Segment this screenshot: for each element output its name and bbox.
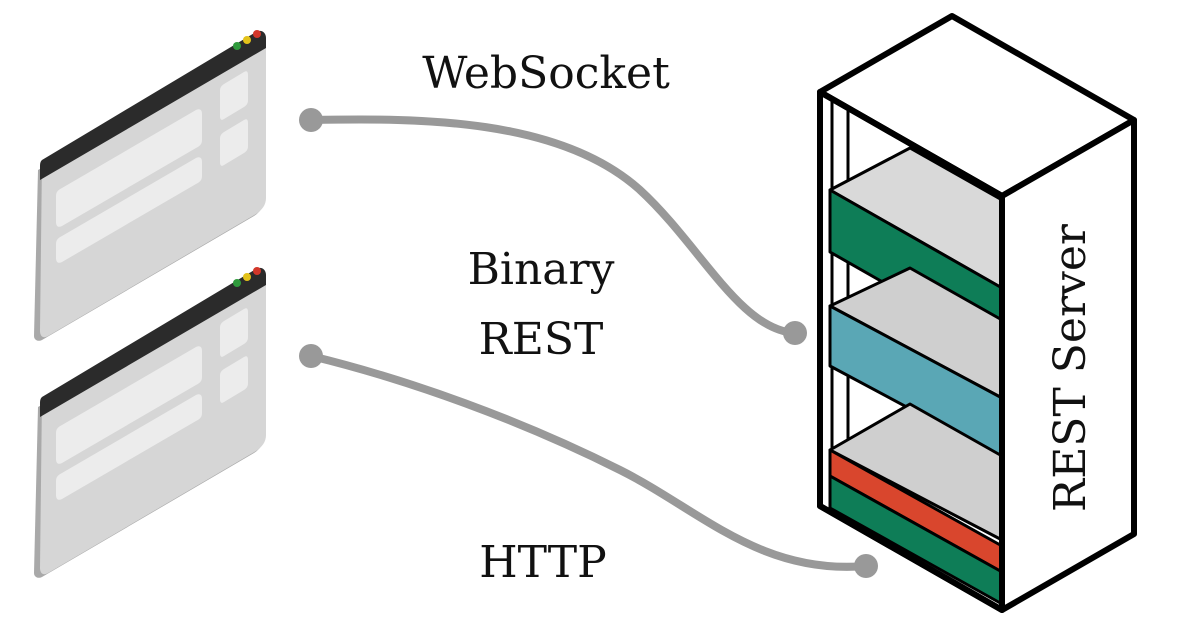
window-sidebar-block	[220, 71, 248, 120]
window-sidebar-block	[220, 356, 248, 403]
connector-line	[308, 115, 799, 337]
traffic-light-green-icon	[233, 42, 241, 50]
binary-label: Binary	[468, 244, 615, 295]
window-sidebar-block	[220, 308, 248, 357]
traffic-light-green-icon	[233, 279, 241, 287]
traffic-light-yellow-icon	[243, 36, 251, 44]
connector-endpoint	[854, 554, 878, 578]
browser-window-top	[34, 30, 266, 341]
server-label: REST Server	[1045, 223, 1096, 512]
window-content-block	[56, 346, 202, 464]
connector-endpoint	[783, 321, 807, 345]
http-label: HTTP	[479, 537, 607, 588]
websocket-label: WebSocket	[422, 48, 670, 99]
server-shelf	[828, 402, 1004, 606]
window-content-block	[56, 394, 202, 500]
connector-endpoint	[299, 108, 323, 132]
window-content-block	[56, 109, 202, 227]
connector-line	[307, 352, 870, 571]
traffic-light-yellow-icon	[243, 273, 251, 281]
window-content-block	[56, 157, 202, 263]
traffic-light-red-icon	[253, 267, 261, 275]
window-sidebar-block	[220, 119, 248, 166]
window-titlebar	[40, 267, 266, 417]
connector-http	[299, 344, 878, 578]
browser-window-bottom	[34, 267, 266, 578]
connector-websocket	[299, 108, 807, 345]
window-titlebar	[40, 30, 266, 180]
rest-server	[817, 13, 1137, 613]
rest-label: REST	[479, 314, 604, 365]
traffic-light-red-icon	[253, 30, 261, 38]
connector-endpoint	[299, 344, 323, 368]
